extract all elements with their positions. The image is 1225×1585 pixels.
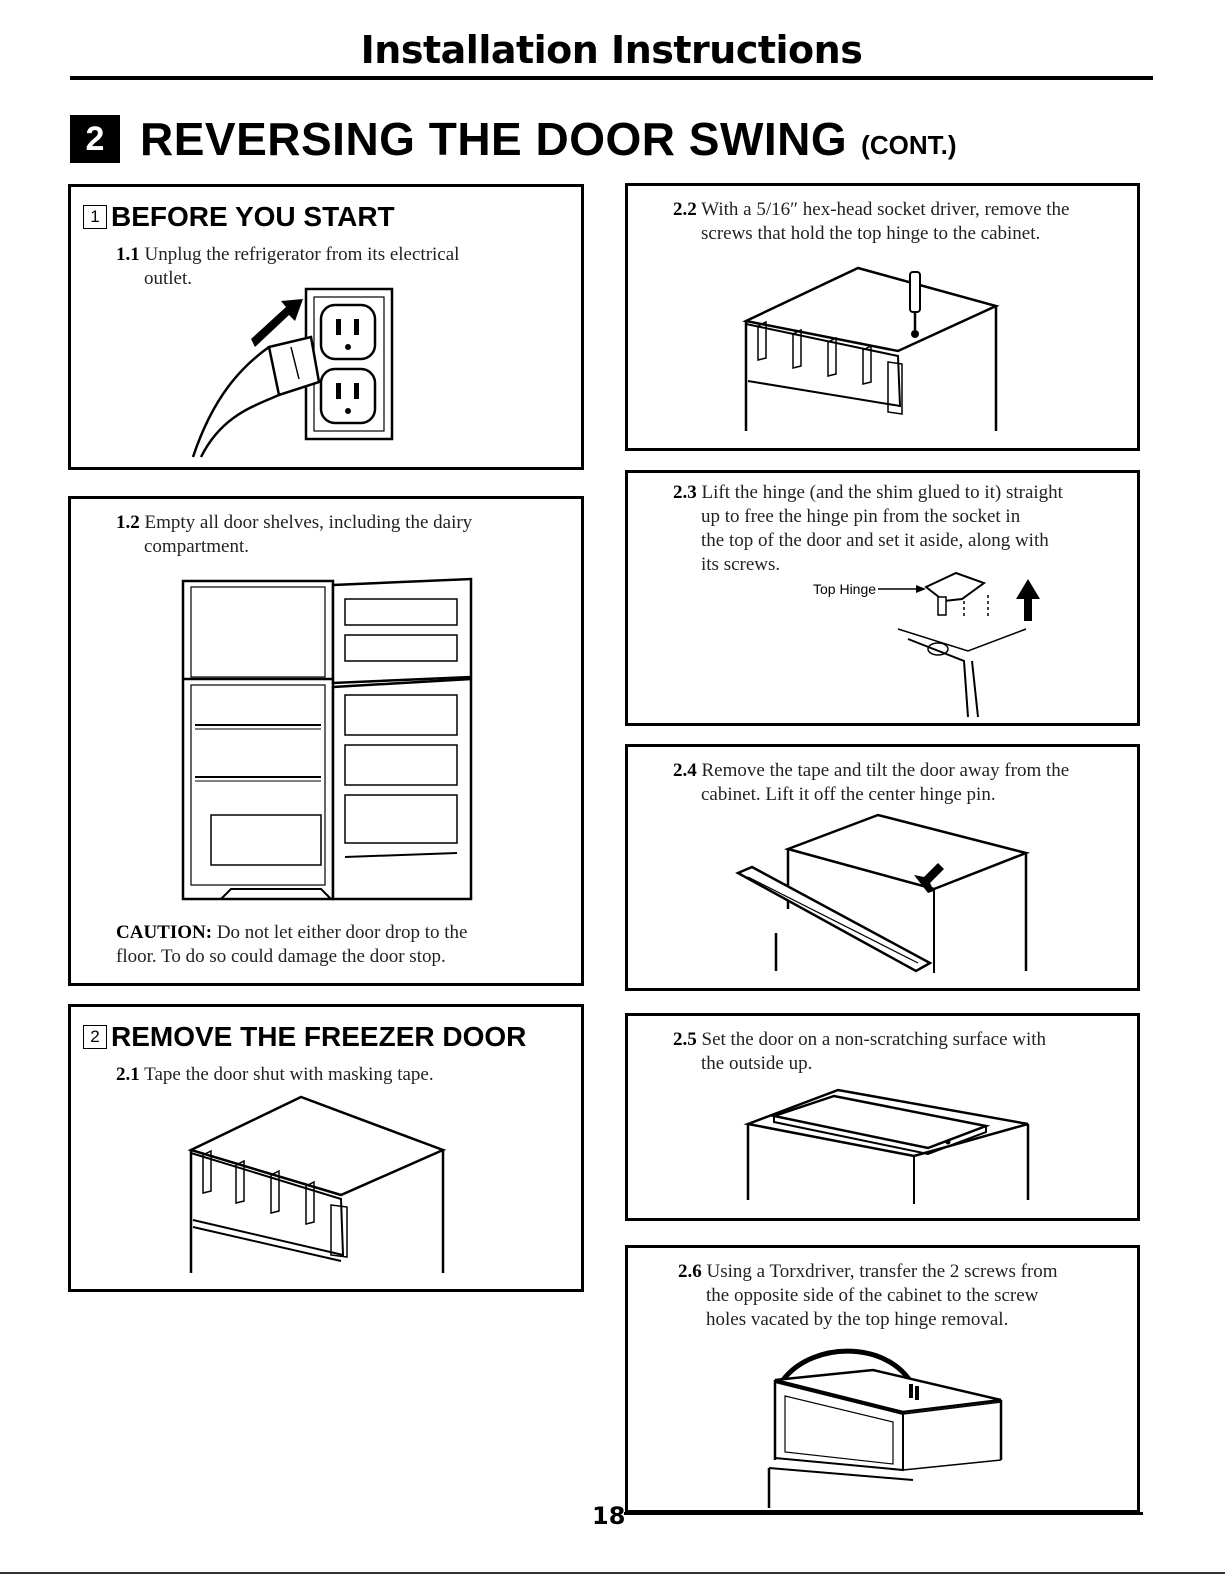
step-2-1-text: 2.1 Tape the door shut with masking tape… bbox=[116, 1063, 576, 1087]
tilt-door-illustration bbox=[728, 813, 1038, 978]
step-line: Set the door on a non-scratching surface… bbox=[701, 1029, 1047, 1050]
step-line: Empty all door shelves, including the da… bbox=[144, 512, 473, 533]
step-number: 2.3 bbox=[673, 482, 697, 503]
step-number: 1.1 bbox=[116, 244, 140, 265]
step-number: 2.6 bbox=[678, 1261, 702, 1282]
panel-before-you-start: 1 BEFORE YOU START 1.1 Unplug the refrig… bbox=[68, 184, 584, 470]
caution-line: Do not let either door drop to the bbox=[216, 922, 468, 943]
step-number: 2.1 bbox=[116, 1064, 140, 1085]
panel-step-2-4: 2.4 Remove the tape and tilt the door aw… bbox=[625, 744, 1140, 991]
step-line: outlet. bbox=[144, 268, 193, 289]
lift-hinge-illustration bbox=[878, 569, 1048, 719]
step-2-5-text: 2.5 Set the door on a non-scratching sur… bbox=[673, 1028, 1133, 1076]
step-number: 2.4 bbox=[673, 760, 697, 781]
header-rule bbox=[70, 76, 1153, 80]
step-line: holes vacated by the top hinge removal. bbox=[706, 1309, 1009, 1330]
step-line: screws that hold the top hinge to the ca… bbox=[701, 223, 1041, 244]
step-line: Tape the door shut with masking tape. bbox=[144, 1064, 434, 1085]
step-line: compartment. bbox=[144, 536, 249, 557]
step-2-4-text: 2.4 Remove the tape and tilt the door aw… bbox=[673, 759, 1133, 807]
step-number: 2.2 bbox=[673, 199, 697, 220]
step-1-1-text: 1.1 Unplug the refrigerator from its ele… bbox=[116, 243, 576, 291]
step-2-2-text: 2.2 With a 5/16″ hex-head socket driver,… bbox=[673, 198, 1133, 246]
caution-text: CAUTION: Do not let either door drop to … bbox=[116, 921, 576, 969]
panel-step-1-2: 1.2 Empty all door shelves, including th… bbox=[68, 496, 584, 986]
page-header-title: Installation Instructions bbox=[360, 28, 863, 72]
section-number-badge: 2 bbox=[70, 115, 120, 163]
panel-step-2-2: 2.2 With a 5/16″ hex-head socket driver,… bbox=[625, 183, 1140, 451]
step-line: the outside up. bbox=[701, 1053, 813, 1074]
page-number: 18 bbox=[592, 1502, 626, 1530]
panel-remove-freezer-door: 2 REMOVE THE FREEZER DOOR 2.1 Tape the d… bbox=[68, 1004, 584, 1292]
top-hinge-callout: Top Hinge bbox=[813, 581, 877, 597]
before-you-start-heading: 1 BEFORE YOU START bbox=[83, 201, 395, 233]
open-refrigerator-illustration bbox=[181, 577, 481, 902]
section-title-text: REVERSING THE DOOR SWING bbox=[140, 113, 848, 165]
step-line: the top of the door and set it aside, al… bbox=[701, 530, 1049, 551]
panel-step-2-3: 2.3 Lift the hinge (and the shim glued t… bbox=[625, 470, 1140, 726]
step-line: its screws. bbox=[701, 554, 781, 575]
unplug-outlet-illustration bbox=[181, 287, 401, 462]
panel-step-2-5: 2.5 Set the door on a non-scratching sur… bbox=[625, 1013, 1140, 1221]
step-2-6-text: 2.6 Using a Torxdriver, transfer the 2 s… bbox=[678, 1260, 1133, 1332]
step-line: Using a Torxdriver, transfer the 2 screw… bbox=[706, 1261, 1058, 1282]
step-line: Unplug the refrigerator from its electri… bbox=[144, 244, 460, 265]
remove-freezer-door-heading: 2 REMOVE THE FREEZER DOOR bbox=[83, 1021, 526, 1053]
step-line: Lift the hinge (and the shim glued to it… bbox=[701, 482, 1063, 503]
step-line: cabinet. Lift it off the center hinge pi… bbox=[701, 784, 996, 805]
caution-line: floor. To do so could damage the door st… bbox=[116, 946, 446, 967]
remove-freezer-door-title: REMOVE THE FREEZER DOOR bbox=[111, 1021, 527, 1052]
caution-label: CAUTION: bbox=[116, 922, 213, 943]
taped-door-illustration bbox=[181, 1095, 461, 1275]
section-cont-label: (CONT.) bbox=[861, 129, 957, 160]
step-line: the opposite side of the cabinet to the … bbox=[706, 1285, 1039, 1306]
step-2-3-text: 2.3 Lift the hinge (and the shim glued t… bbox=[673, 481, 1133, 577]
step-number: 2.5 bbox=[673, 1029, 697, 1050]
remove-hinge-screws-illustration bbox=[738, 266, 1008, 436]
step-line: With a 5/16″ hex-head socket driver, rem… bbox=[701, 199, 1070, 220]
step-line: Remove the tape and tilt the door away f… bbox=[701, 760, 1070, 781]
transfer-screws-illustration bbox=[763, 1340, 1013, 1510]
door-on-surface-illustration bbox=[738, 1086, 1038, 1206]
step-1-box-number: 1 bbox=[83, 205, 107, 229]
section-title: 2 REVERSING THE DOOR SWING (CONT.) bbox=[70, 112, 957, 166]
step-1-2-text: 1.2 Empty all door shelves, including th… bbox=[116, 511, 576, 559]
before-you-start-title: BEFORE YOU START bbox=[111, 201, 395, 232]
panel-step-2-6: 2.6 Using a Torxdriver, transfer the 2 s… bbox=[625, 1245, 1140, 1513]
footer-rule bbox=[624, 1512, 1143, 1515]
step-line: up to free the hinge pin from the socket… bbox=[701, 506, 1021, 527]
step-number: 1.2 bbox=[116, 512, 140, 533]
step-2-box-number: 2 bbox=[83, 1025, 107, 1049]
bottom-edge-rule bbox=[0, 1572, 1225, 1574]
